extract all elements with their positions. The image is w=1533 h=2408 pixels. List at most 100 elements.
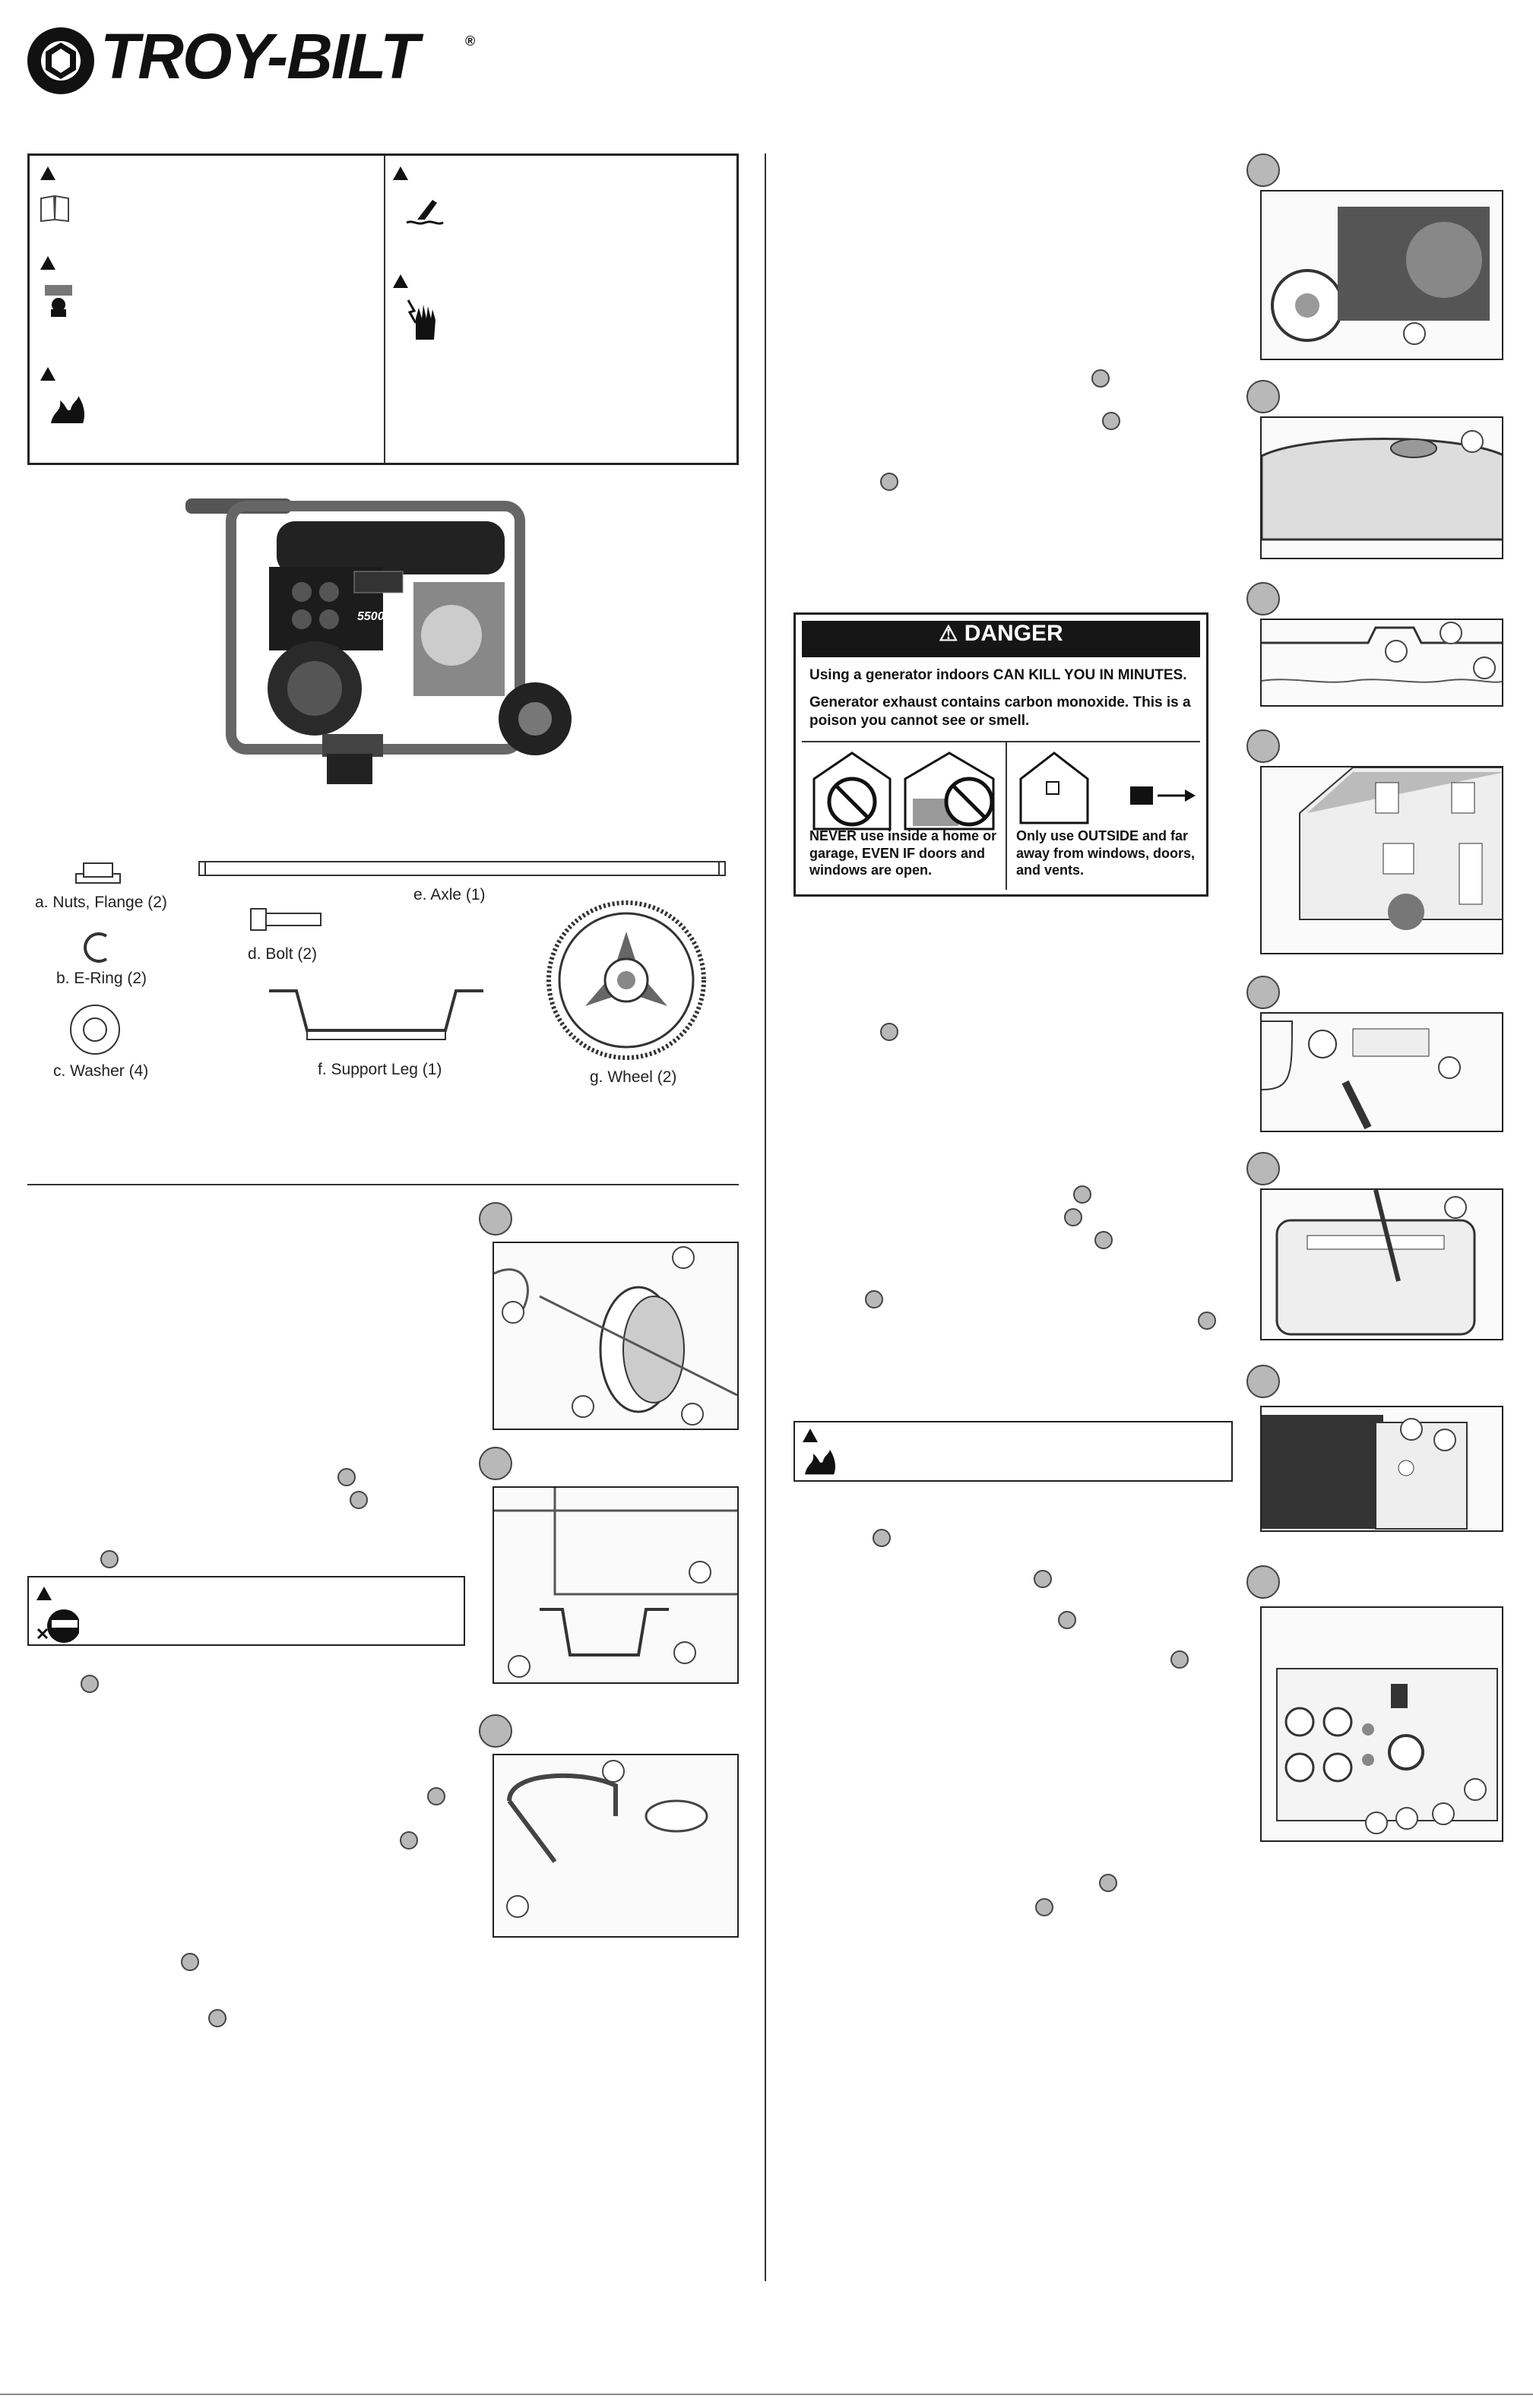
part-ering-label: b. E-Ring (2): [56, 970, 147, 987]
eye-protection-icon: [36, 1609, 79, 1643]
callout: [1365, 1812, 1388, 1834]
generator-model-label: 5500: [357, 610, 385, 623]
callout: [1438, 1056, 1461, 1079]
registered-mark: ®: [465, 33, 476, 49]
warning-triangle-icon: [393, 166, 408, 180]
reference-marker: [1034, 1570, 1052, 1588]
figure-7: [1260, 1406, 1503, 1532]
reference-marker: [1099, 1874, 1117, 1892]
section-rule: [27, 1184, 739, 1185]
danger-label: ⚠ DANGER Using a generator indoors CAN K…: [793, 612, 1208, 897]
figure-6: [1260, 1188, 1503, 1340]
reference-marker: [880, 473, 898, 491]
bolt-icon: [250, 908, 321, 931]
callout: [681, 1403, 704, 1425]
reference-marker: [181, 1953, 199, 1971]
page-bottom-rule: [0, 2394, 1533, 2395]
reference-marker: [1094, 1231, 1113, 1249]
part-washer-label: c. Washer (4): [53, 1062, 149, 1080]
danger-only: Only use OUTSIDE and far away from windo…: [1016, 828, 1196, 878]
callout: [1433, 1429, 1456, 1451]
reference-marker: [880, 1023, 898, 1041]
danger-header: ⚠ DANGER: [802, 621, 1200, 657]
danger-triangle-icon: ⚠: [939, 622, 958, 645]
safety-box: [27, 153, 739, 465]
callout: [672, 1246, 695, 1269]
figure-number-circle: [1246, 729, 1280, 763]
ering-icon: [84, 932, 108, 963]
figure-number-circle: [1246, 380, 1280, 413]
callout: [1432, 1802, 1455, 1825]
figure-5-drawing: [1262, 1020, 1430, 1130]
callout: [508, 1655, 531, 1678]
manual-book-icon: [40, 195, 69, 223]
handle-drawing: [507, 1773, 708, 1863]
support-leg-icon: [269, 989, 483, 1040]
fire-icon: [51, 396, 84, 423]
reference-marker: [1170, 1650, 1189, 1669]
support-leg-figure: [493, 1486, 739, 1684]
reference-marker: [1073, 1185, 1091, 1204]
no-house-icon: [812, 752, 995, 831]
danger-line1: Using a generator indoors CAN KILL YOU I…: [809, 667, 1187, 683]
warning-triangle-icon: [40, 256, 55, 270]
figure-1-drawing: [1271, 207, 1490, 342]
wheel-assembly-figure: [493, 1242, 739, 1430]
hot-surface-icon: [406, 200, 444, 225]
callout: [1440, 622, 1462, 644]
figure-number-circle: [1246, 1365, 1280, 1398]
figure-number-circle: [1246, 976, 1280, 1009]
warning-triangle-icon: [393, 274, 408, 288]
figure-number-circle: [1246, 1152, 1280, 1185]
callout: [1473, 657, 1496, 679]
outside-house-icon: [1019, 752, 1196, 824]
figure-7-drawing: [1262, 1415, 1468, 1530]
figure-3-drawing: [1262, 626, 1502, 683]
figure-6-drawing: [1275, 1190, 1476, 1336]
figure-4: [1260, 766, 1503, 954]
figure-8-control-panel: [1260, 1606, 1503, 1842]
callout: [673, 1641, 696, 1664]
fire-icon: [805, 1449, 835, 1475]
callout: [689, 1561, 711, 1584]
warning-triangle-icon: [40, 367, 55, 381]
callout: [1385, 640, 1408, 663]
logo-emblem-icon: [27, 27, 94, 94]
eye-warning-box: [27, 1576, 465, 1646]
callout: [502, 1301, 524, 1324]
figure-number-circle: [479, 1202, 512, 1236]
reference-marker: [100, 1550, 119, 1568]
nut-icon: [75, 862, 121, 884]
reference-marker: [350, 1491, 368, 1509]
generator-illustration: 5500 WATTS: [185, 498, 572, 784]
figure-2-drawing: [1262, 438, 1502, 541]
figure-number-circle: [1246, 1565, 1280, 1599]
reference-marker: [873, 1529, 891, 1547]
axle-icon: [198, 861, 726, 876]
explosion-icon: [45, 285, 72, 317]
callout: [602, 1760, 625, 1783]
warning-triangle-icon: [803, 1429, 818, 1442]
part-nuts-label: a. Nuts, Flange (2): [35, 894, 167, 911]
warning-triangle-icon: [40, 166, 55, 180]
callout: [1464, 1778, 1487, 1801]
callout: [506, 1895, 529, 1918]
fire-warning-box: [793, 1421, 1233, 1482]
reference-marker: [1198, 1312, 1216, 1330]
figure-5: [1260, 1012, 1503, 1132]
reference-marker: [427, 1787, 445, 1805]
danger-line2: Generator exhaust contains carbon monoxi…: [809, 695, 1191, 729]
reference-marker: [337, 1468, 356, 1486]
callout: [1444, 1196, 1467, 1219]
callout: [1400, 1418, 1423, 1441]
generator-unit-label: WATTS: [388, 615, 409, 622]
part-wheel-label: g. Wheel (2): [590, 1068, 677, 1086]
wheel-icon: [546, 900, 706, 1060]
danger-rule: [802, 741, 1200, 742]
part-bolt-label: d. Bolt (2): [248, 945, 318, 963]
brand-name: TROY-BILT: [100, 21, 419, 92]
reference-marker: [865, 1290, 883, 1308]
callout: [572, 1395, 594, 1418]
reference-marker: [1035, 1898, 1053, 1916]
figure-4-drawing: [1299, 767, 1502, 930]
